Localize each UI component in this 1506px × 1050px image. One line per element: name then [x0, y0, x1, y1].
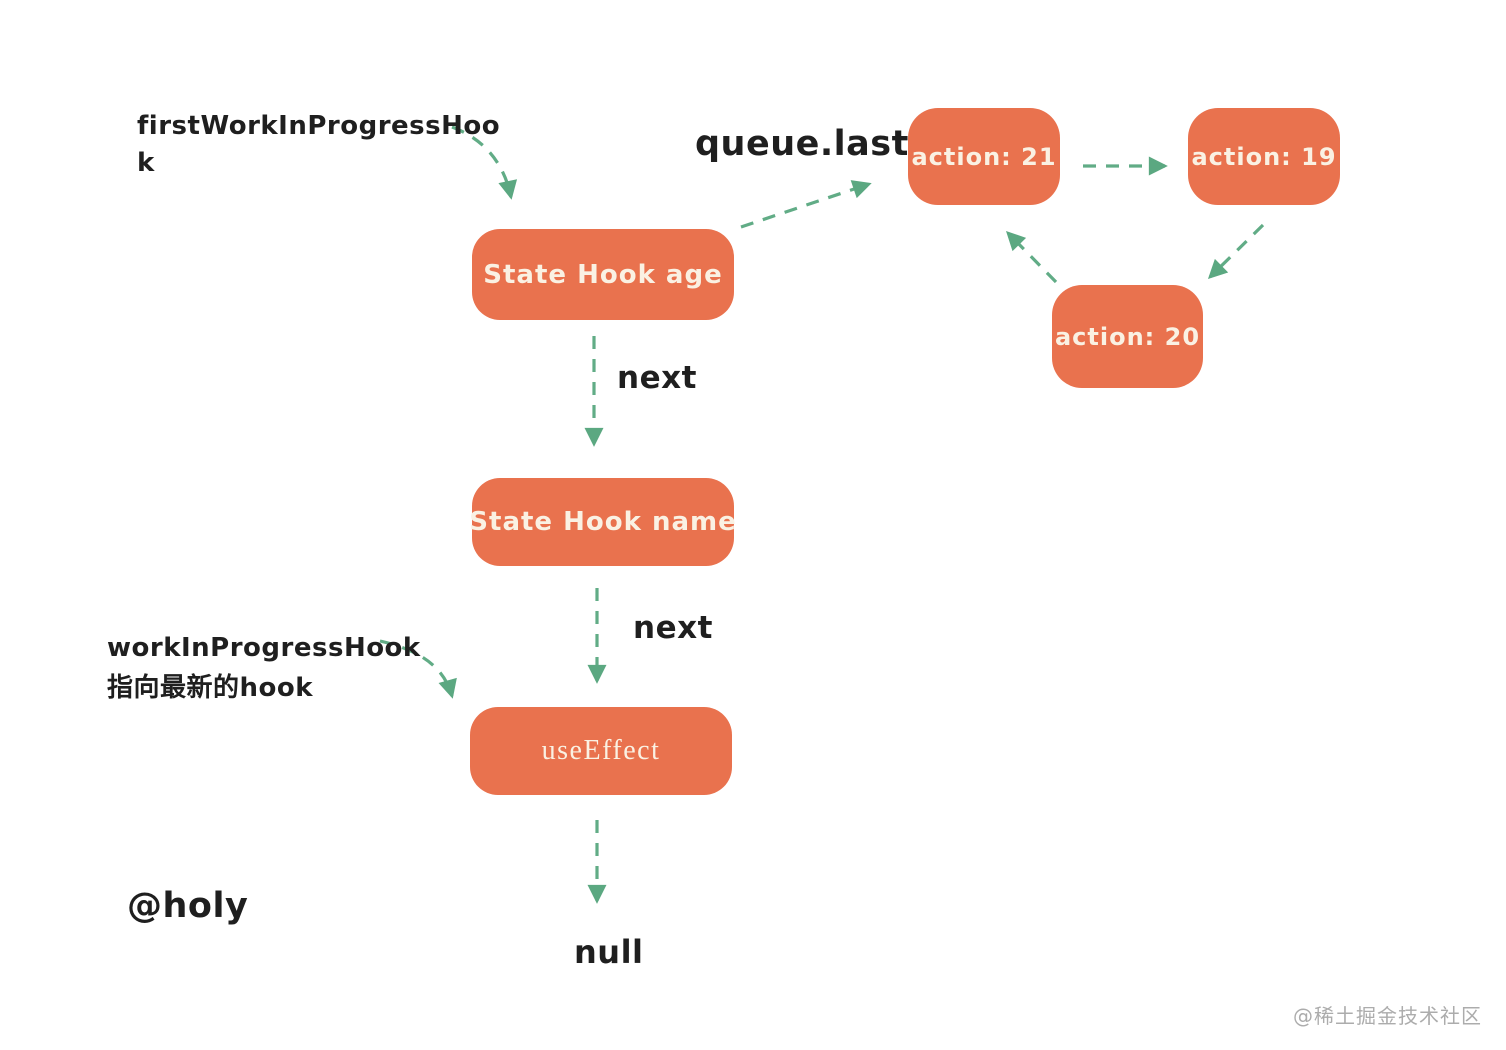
arrow-action19-to-action20: [1207, 223, 1265, 279]
node-state-hook-name: State Hook name: [469, 478, 736, 566]
arrow-age-to-action21: [740, 180, 872, 229]
node-use-effect: useEffect: [470, 707, 732, 795]
queue-last-label: queue.last: [695, 124, 909, 164]
node-action-20: action: 20: [1052, 285, 1203, 388]
node-state-hook-age: State Hook age: [472, 229, 734, 320]
juejin-watermark: @稀土掘金技术社区: [1293, 1004, 1482, 1028]
first-work-in-progress-hook-label: firstWorkInProgressHoo k: [137, 108, 500, 182]
work-in-progress-hook-label: workInProgressHook 指向最新的hook: [107, 628, 421, 708]
arrow-action20-to-action21: [1006, 230, 1058, 284]
wip-hook-label-line1: workInProgressHook: [107, 633, 421, 663]
wip-hook-label-line2: 指向最新的hook: [107, 673, 314, 703]
node-action-19: action: 19: [1188, 108, 1340, 205]
first-hook-label-line2: k: [137, 148, 155, 178]
next-pointer-label-1: next: [617, 360, 697, 396]
next-pointer-label-2: next: [633, 610, 713, 646]
null-terminator-label: null: [574, 933, 644, 971]
node-action-21: action: 21: [908, 108, 1060, 205]
author-signature: @holy: [127, 886, 249, 926]
first-hook-label-line1: firstWorkInProgressHoo: [137, 111, 501, 141]
